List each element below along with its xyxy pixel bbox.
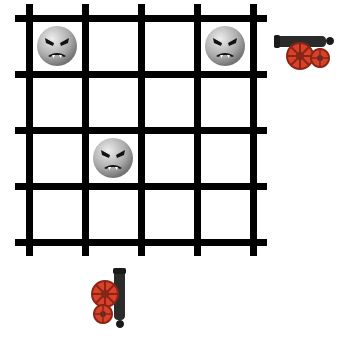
grid-line-horizontal (15, 183, 267, 190)
angry-rock-face-icon[interactable] (91, 136, 135, 180)
board-cell[interactable] (147, 24, 191, 68)
board-cell[interactable] (91, 80, 135, 124)
board-cell[interactable] (203, 136, 247, 180)
board-cell[interactable] (147, 192, 191, 236)
grid-line-horizontal (15, 127, 267, 134)
board-cell[interactable] (203, 80, 247, 124)
angry-rock-face-icon[interactable] (35, 24, 79, 68)
grid-line-horizontal (15, 15, 267, 22)
board-cell[interactable] (35, 192, 79, 236)
board-cell[interactable] (35, 80, 79, 124)
grid-line-horizontal (15, 239, 267, 246)
cannon-icon[interactable] (272, 24, 350, 72)
grid-line-horizontal (15, 71, 267, 78)
board-cell[interactable] (35, 136, 79, 180)
angry-rock-face-icon[interactable] (203, 24, 247, 68)
board-cell[interactable] (147, 80, 191, 124)
board-cell[interactable] (203, 192, 247, 236)
board-cell[interactable] (91, 192, 135, 236)
board-cell[interactable] (91, 24, 135, 68)
board-cell[interactable] (147, 136, 191, 180)
cannon-icon[interactable] (73, 282, 153, 330)
